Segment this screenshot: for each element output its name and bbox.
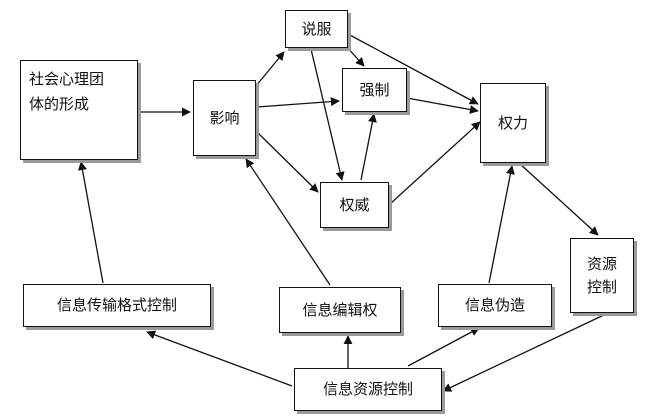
arrow-influence-to-persuasion [255, 51, 285, 87]
arrow-persuasion-to-coercion [345, 45, 365, 67]
arrow-inforesource-to-forgery [407, 327, 480, 367]
node-group-formation-line1: 社会心理团 [29, 70, 105, 88]
node-resource-control-line1: 资源 [586, 255, 617, 273]
node-influence-label: 影响 [209, 108, 240, 127]
node-resource-control-line2: 控制 [586, 277, 617, 296]
node-persuasion-label: 说服 [301, 19, 332, 38]
node-authority: 权威 [320, 182, 389, 228]
arrow-persuasion-to-authority [310, 48, 345, 181]
arrow-resource-to-inforesource [442, 313, 607, 392]
arrow-forgery-to-power [488, 165, 515, 284]
arrow-power-to-resource [518, 162, 599, 236]
node-resource-control: 资源 控制 [570, 238, 634, 313]
node-info-resource-control-label: 信息资源控制 [322, 380, 413, 399]
node-info-edit-right-label: 信息编辑权 [302, 300, 378, 319]
node-coercion: 强制 [342, 68, 407, 112]
node-authority-label: 权威 [339, 195, 370, 214]
arrow-formatcontrol-to-group [78, 161, 104, 284]
node-info-resource-control: 信息资源控制 [294, 368, 442, 411]
node-influence: 影响 [193, 80, 256, 156]
arrow-persuasion-to-power [347, 33, 479, 105]
node-info-format-control-label: 信息传输格式控制 [56, 296, 177, 315]
node-info-edit-right: 信息编辑权 [279, 287, 401, 333]
node-group-formation: 社会心理团 体的形成 [20, 60, 138, 160]
node-info-format-control: 信息传输格式控制 [23, 284, 211, 327]
node-info-forgery-label: 信息伪造 [464, 296, 525, 315]
arrow-inforesource-to-formatcontrol [146, 330, 293, 387]
arrow-editright-to-influence [245, 158, 331, 286]
node-info-forgery: 信息伪造 [438, 284, 552, 327]
arrow-influence-to-coercion [256, 97, 340, 108]
node-coercion-label: 强制 [359, 80, 390, 99]
arrow-influence-to-authority [256, 131, 319, 193]
node-group-formation-line2: 体的形成 [29, 94, 90, 113]
arrow-authority-to-power [389, 121, 481, 205]
arrow-authority-to-coercion [360, 113, 377, 181]
node-power: 权力 [480, 83, 546, 163]
node-persuasion: 说服 [285, 10, 348, 48]
arrow-coercion-to-power [406, 97, 479, 114]
node-power-label: 权力 [497, 113, 528, 132]
